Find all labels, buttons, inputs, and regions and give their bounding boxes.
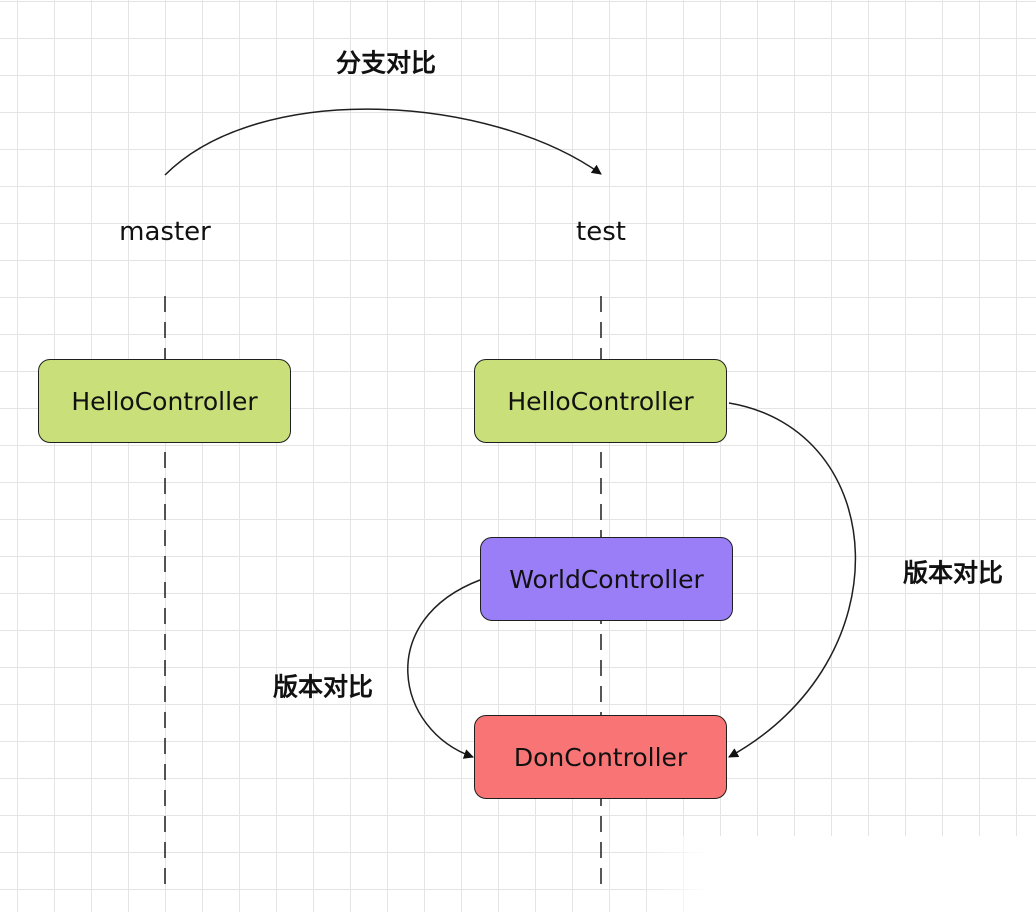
version-compare-arrow-right: [728, 402, 857, 758]
version-compare-label-left: 版本对比: [272, 672, 374, 702]
node-label: HelloController: [507, 386, 694, 416]
node-label: DonController: [513, 742, 688, 772]
node-label: WorldController: [509, 564, 704, 594]
version-compare-label-right: 版本对比: [902, 558, 1004, 588]
branch-compare-arrow: [164, 108, 602, 176]
lane-label-master: master: [119, 217, 211, 247]
watermark-fade: [640, 836, 1036, 912]
node-world-controller[interactable]: WorldController: [480, 537, 733, 621]
version-compare-arrow-left: [407, 579, 481, 759]
node-hello-controller-master[interactable]: HelloController: [38, 359, 291, 443]
branch-compare-label: 分支对比: [335, 48, 437, 78]
node-don-controller[interactable]: DonController: [474, 715, 727, 799]
lane-label-test: test: [576, 217, 626, 247]
node-hello-controller-test[interactable]: HelloController: [474, 359, 727, 443]
node-label: HelloController: [71, 386, 258, 416]
